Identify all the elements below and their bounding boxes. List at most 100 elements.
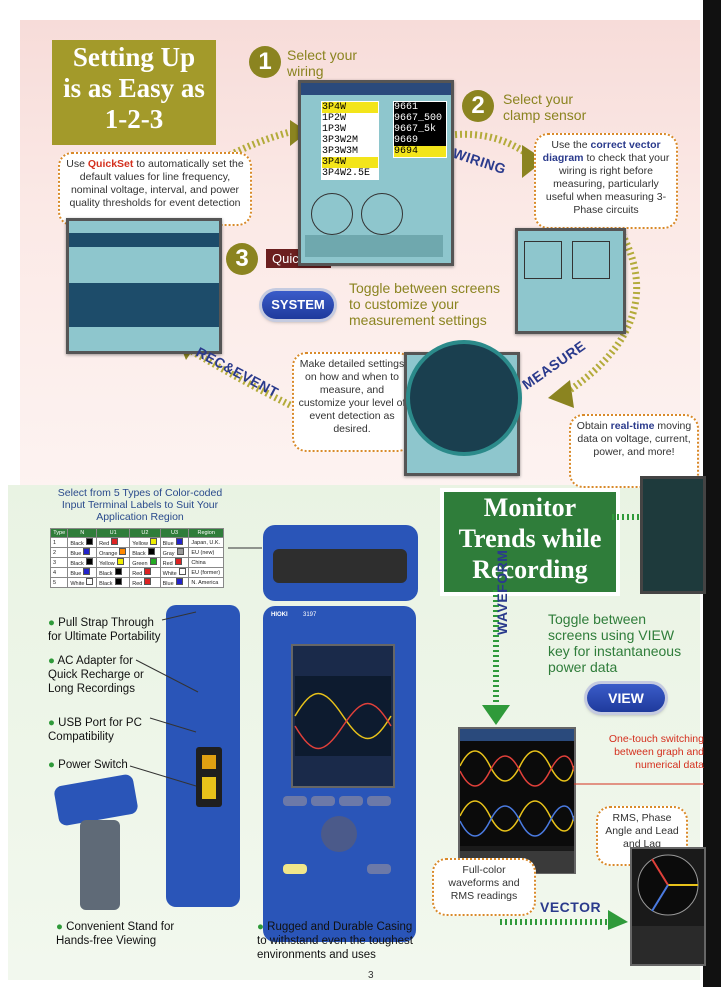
color-swatch <box>174 558 182 565</box>
values-panel <box>305 235 443 257</box>
color-name: Blue <box>162 581 174 587</box>
feature-power-switch: ● Power Switch <box>48 759 128 771</box>
vector-values <box>632 926 704 964</box>
color-code-header-row: Type N U1 U2 U3 Region <box>49 528 224 538</box>
color-swatch <box>85 538 93 545</box>
vector-diagram-icon <box>524 241 562 279</box>
vector-plot <box>637 854 699 916</box>
color-swatch <box>175 578 183 585</box>
sensor-menu[interactable]: 9661 9667_500 9667_5k 9669 9694 <box>393 101 447 158</box>
sensor-option-selected[interactable]: 9694 <box>394 146 446 157</box>
color-name: Black <box>99 571 113 577</box>
start-stop-key[interactable] <box>283 864 307 874</box>
color-swatch <box>83 548 91 555</box>
wiring-option[interactable]: 3P3W3M <box>322 146 378 157</box>
wiring-option[interactable]: 3P4W <box>322 102 378 113</box>
analyzer-on-stand <box>53 773 156 910</box>
color-swatch <box>119 548 127 555</box>
device-screen <box>291 644 395 788</box>
arrowhead-2 <box>522 145 545 178</box>
function-key[interactable] <box>339 796 363 806</box>
function-key[interactable] <box>283 796 307 806</box>
detail-bubble: Make detailed settings on how and when t… <box>292 352 412 452</box>
wiring-option[interactable]: 3P4W2.5E <box>322 168 378 179</box>
analyzer-side-view <box>166 605 240 907</box>
color-swatch <box>149 558 157 565</box>
cursor-key-pad[interactable] <box>321 816 357 852</box>
vector-diagram-icon <box>572 241 610 279</box>
vector-screen <box>630 847 706 966</box>
page-edge <box>703 0 721 987</box>
color-code-cell: Blue <box>159 577 190 588</box>
color-name: Red <box>132 581 143 587</box>
function-key[interactable] <box>311 796 335 806</box>
wiring-screen: 3P4W 1P2W 1P3W 3P3W2M 3P3W3M 3P4W 3P4W2.… <box>298 80 454 266</box>
color-name: Red <box>132 571 143 577</box>
color-swatch <box>175 538 183 545</box>
color-name: Black <box>70 541 84 547</box>
device-waveform <box>294 676 392 756</box>
one-touch-note: One-touch switching between graph and nu… <box>608 733 704 771</box>
wiring-option-selected[interactable]: 3P4W <box>322 157 378 168</box>
color-name: Red <box>99 541 110 547</box>
device-top-panel <box>263 525 418 601</box>
sensor-option[interactable]: 9661 <box>394 102 419 113</box>
color-code-cell: White <box>67 577 98 588</box>
callout-lines <box>129 547 262 787</box>
quickset-bubble: Use QuickSet to automatically set the de… <box>58 152 252 226</box>
settings-screen <box>66 218 222 354</box>
system-button[interactable]: SYSTEM <box>262 291 334 319</box>
color-code-cell: N. America <box>188 577 224 588</box>
screen-header <box>301 83 451 95</box>
arrow-wiring <box>449 130 538 163</box>
wiring-option[interactable]: 1P3W <box>322 124 378 135</box>
color-name: Green <box>132 561 148 567</box>
color-code-cell: 5 <box>49 577 69 588</box>
color-swatch <box>144 568 152 575</box>
realtime-bubble: Obtain real-time moving data on voltage,… <box>569 414 699 488</box>
color-name: Gray <box>162 551 175 557</box>
arrowhead-3 <box>548 380 574 408</box>
wiring-menu[interactable]: 3P4W 1P2W 1P3W 3P3W2M 3P3W3M 3P4W 3P4W2.… <box>321 101 379 180</box>
color-swatch <box>114 578 122 585</box>
monitor-connector <box>612 514 642 520</box>
threshold-rows <box>69 283 219 327</box>
color-swatch <box>83 568 91 575</box>
sensor-option[interactable]: 9667_5k <box>394 124 437 135</box>
color-swatch <box>85 558 93 565</box>
waveform-plot <box>459 741 575 846</box>
color-name: White <box>70 581 85 587</box>
vector-arrow <box>500 910 628 930</box>
device-brand: HIOKI <box>271 612 288 618</box>
color-name: Blue <box>162 541 174 547</box>
wiring-option[interactable]: 1P2W <box>322 113 378 124</box>
color-swatch <box>111 538 119 545</box>
color-code-cell: Red <box>129 577 161 588</box>
vector-diagram-screen <box>515 228 626 334</box>
sensor-option[interactable]: 9669 <box>394 135 419 146</box>
color-name: Black <box>99 581 113 587</box>
esc-key[interactable] <box>367 864 391 874</box>
power-switch[interactable] <box>202 777 216 799</box>
terminal-strip <box>273 549 407 583</box>
view-button[interactable]: VIEW <box>587 684 665 712</box>
zoom-circle <box>406 340 522 456</box>
function-key[interactable] <box>367 796 391 806</box>
waveform-arrow-label: WAVEFORM <box>494 549 510 635</box>
color-name: Red <box>162 561 173 567</box>
color-swatch <box>149 538 157 545</box>
wiring-option[interactable]: 3P3W2M <box>322 135 378 146</box>
sensor-option[interactable]: 9667_500 <box>394 113 443 124</box>
